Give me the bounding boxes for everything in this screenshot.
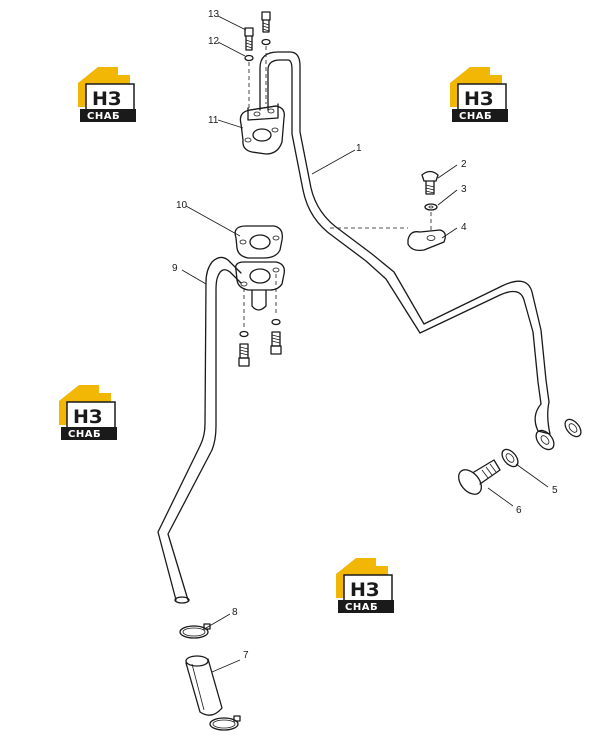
banjo-bolt-6 [458, 459, 501, 495]
bolt-2 [421, 170, 439, 195]
flange-11 [239, 103, 285, 155]
callout-1: 1 [356, 143, 362, 154]
watermark-logo: НЗ СНАБ [58, 384, 118, 441]
watermark-logo: НЗ СНАБ [77, 66, 137, 123]
svg-text:СНАБ: СНАБ [68, 429, 101, 440]
hose-7 [185, 655, 223, 716]
callout-4: 4 [461, 222, 467, 233]
bolt-13 [244, 11, 271, 51]
callout-13: 13 [208, 9, 220, 20]
oil-pipe-9 [157, 256, 242, 604]
washer-12 [244, 38, 271, 108]
washer-5 [501, 418, 582, 468]
callout-12: 12 [208, 36, 220, 47]
svg-text:НЗ: НЗ [73, 406, 102, 428]
callout-5: 5 [552, 485, 558, 496]
callout-3: 3 [461, 184, 467, 195]
svg-text:НЗ: НЗ [464, 88, 493, 110]
callout-7: 7 [243, 650, 249, 661]
svg-text:НЗ: НЗ [350, 579, 379, 601]
watermark-logo: НЗ СНАБ [449, 66, 509, 123]
clamp-4 [330, 227, 446, 252]
svg-text:СНАБ: СНАБ [87, 111, 120, 122]
bolts-lower [238, 318, 282, 367]
svg-text:СНАБ: СНАБ [459, 111, 492, 122]
svg-text:СНАБ: СНАБ [345, 602, 378, 613]
gasket-10 [234, 225, 283, 259]
hose-clamp-8 [179, 623, 241, 731]
svg-text:НЗ: НЗ [92, 88, 121, 110]
callout-9: 9 [172, 263, 178, 274]
washer-3 [424, 203, 438, 232]
callout-2: 2 [461, 159, 467, 170]
oil-pipe-1 [259, 51, 551, 435]
callout-8: 8 [232, 607, 238, 618]
callout-6: 6 [516, 505, 522, 516]
watermark-logo: НЗ СНАБ [335, 557, 395, 614]
callout-10: 10 [176, 200, 188, 211]
callout-11: 11 [208, 115, 219, 126]
lead-lines [181, 15, 549, 673]
callout-labels: 1 2 3 4 5 6 7 8 9 10 11 12 13 [172, 9, 558, 661]
flange-9 [235, 261, 285, 328]
